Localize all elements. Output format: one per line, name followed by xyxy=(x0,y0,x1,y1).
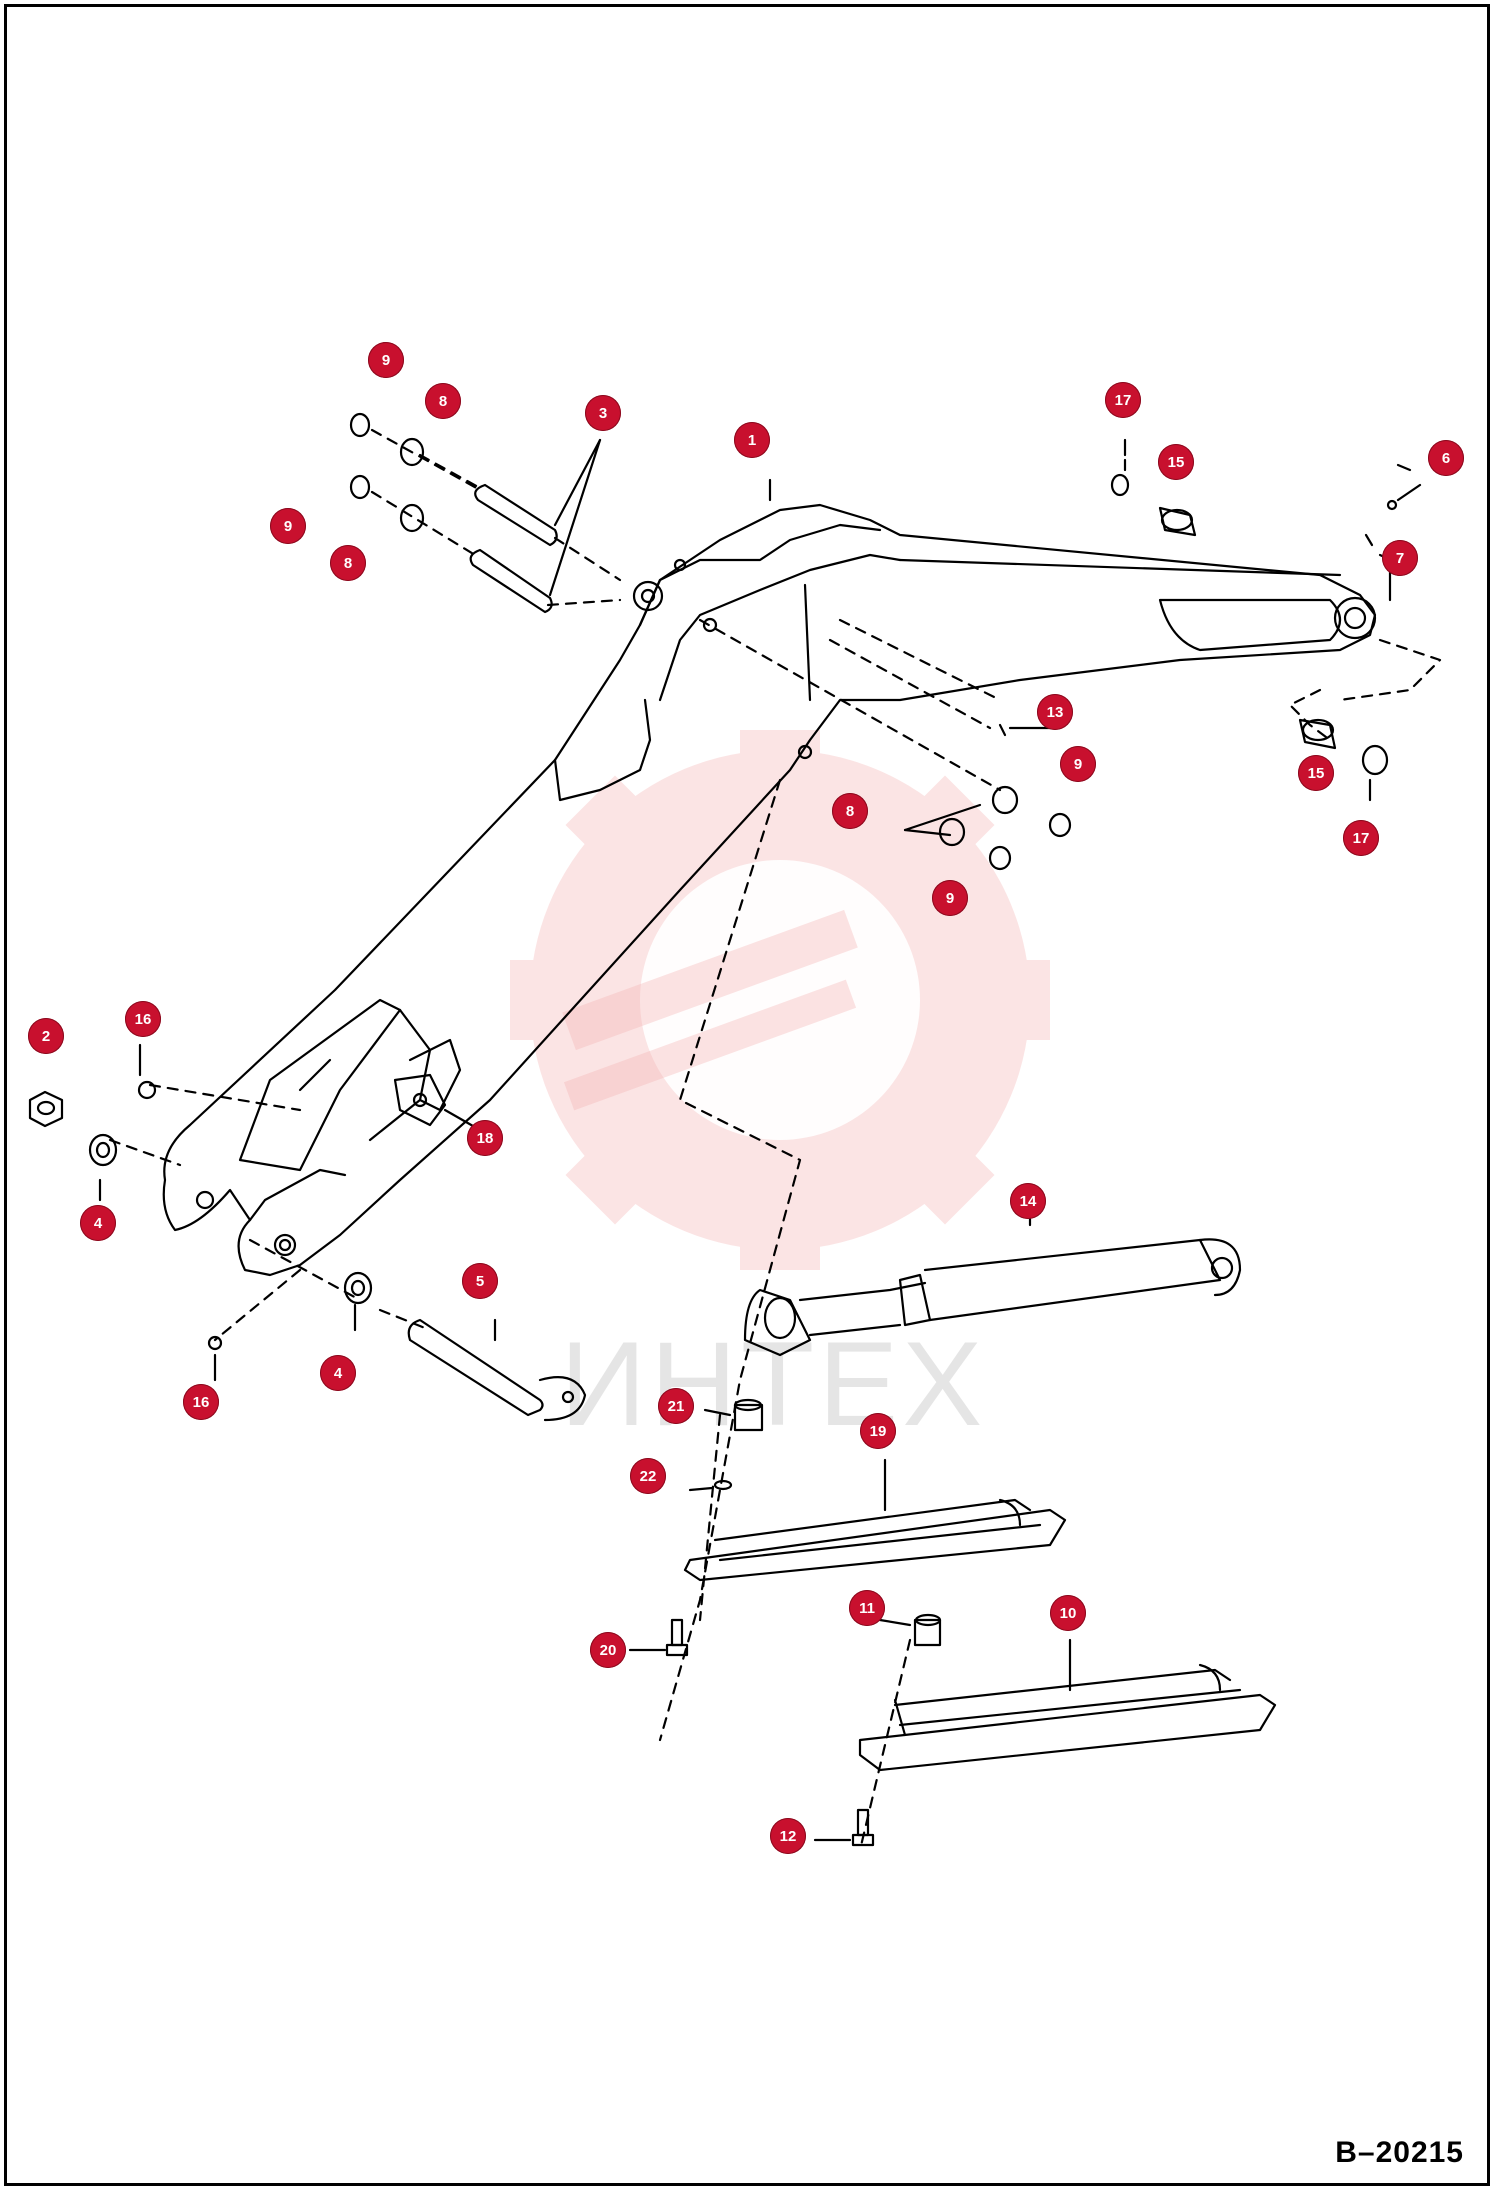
callout-5[interactable]: 5 xyxy=(462,1263,498,1299)
callout-15-bottom[interactable]: 15 xyxy=(1298,755,1334,791)
callout-9-a[interactable]: 9 xyxy=(368,342,404,378)
callout-16-bottom[interactable]: 16 xyxy=(183,1384,219,1420)
callout-16-top[interactable]: 16 xyxy=(125,1001,161,1037)
callout-20[interactable]: 20 xyxy=(590,1632,626,1668)
nut-2 xyxy=(28,1090,64,1128)
callout-19[interactable]: 19 xyxy=(860,1413,896,1449)
bracket-18 xyxy=(393,1073,482,1132)
watermark-wrench xyxy=(562,909,858,1111)
dashed-leaders xyxy=(108,428,1442,1852)
pin-5 xyxy=(407,1318,587,1422)
fittings-16 xyxy=(137,1080,223,1351)
callout-21[interactable]: 21 xyxy=(658,1388,694,1424)
callout-11[interactable]: 11 xyxy=(849,1590,885,1626)
leader-ticks xyxy=(98,438,1412,1382)
washers-4 xyxy=(88,1133,373,1305)
callout-4-right[interactable]: 4 xyxy=(320,1355,356,1391)
watermark-text: ИНТЕХ xyxy=(560,1317,987,1451)
callout-4-left[interactable]: 4 xyxy=(80,1205,116,1241)
pins-3 xyxy=(469,438,602,614)
boom xyxy=(162,503,1377,1277)
callout-8-c[interactable]: 8 xyxy=(832,793,868,829)
guard-19 xyxy=(683,1458,1067,1582)
rings-8-9-right xyxy=(903,785,1072,871)
callout-3[interactable]: 3 xyxy=(585,395,621,431)
callout-12[interactable]: 12 xyxy=(770,1818,806,1854)
bushing-11 xyxy=(878,1613,942,1647)
callout-6[interactable]: 6 xyxy=(1428,440,1464,476)
ring-22 xyxy=(688,1479,733,1492)
watermark-gear-hole xyxy=(640,860,920,1140)
callout-10[interactable]: 10 xyxy=(1050,1595,1086,1631)
bolt-12 xyxy=(813,1808,875,1847)
callout-8-b[interactable]: 8 xyxy=(330,545,366,581)
bushing-15-bottom xyxy=(1298,718,1389,776)
bolt-20 xyxy=(628,1618,689,1657)
bushing-21 xyxy=(703,1398,764,1432)
rings-8-9-left xyxy=(349,412,425,533)
callout-2[interactable]: 2 xyxy=(28,1018,64,1054)
callout-13[interactable]: 13 xyxy=(1037,694,1073,730)
callout-14[interactable]: 14 xyxy=(1010,1183,1046,1219)
cylinder-14 xyxy=(743,1208,1242,1357)
callout-9-d[interactable]: 9 xyxy=(932,880,968,916)
callout-8-a[interactable]: 8 xyxy=(425,383,461,419)
callout-18[interactable]: 18 xyxy=(467,1120,503,1156)
drawing-reference: B–20215 xyxy=(1335,2136,1464,2169)
callout-9-c[interactable]: 9 xyxy=(1060,746,1096,782)
callout-17-top[interactable]: 17 xyxy=(1105,382,1141,418)
callout-22[interactable]: 22 xyxy=(630,1458,666,1494)
callout-15-top[interactable]: 15 xyxy=(1158,444,1194,480)
callout-9-b[interactable]: 9 xyxy=(270,508,306,544)
guard-10 xyxy=(858,1638,1277,1772)
callout-17-bottom[interactable]: 17 xyxy=(1343,820,1379,856)
callout-7[interactable]: 7 xyxy=(1382,540,1418,576)
bushing-15-top xyxy=(1110,473,1197,537)
boom-pin-holes xyxy=(195,558,1377,1257)
callout-1[interactable]: 1 xyxy=(734,422,770,458)
grease-fittings xyxy=(998,483,1422,737)
